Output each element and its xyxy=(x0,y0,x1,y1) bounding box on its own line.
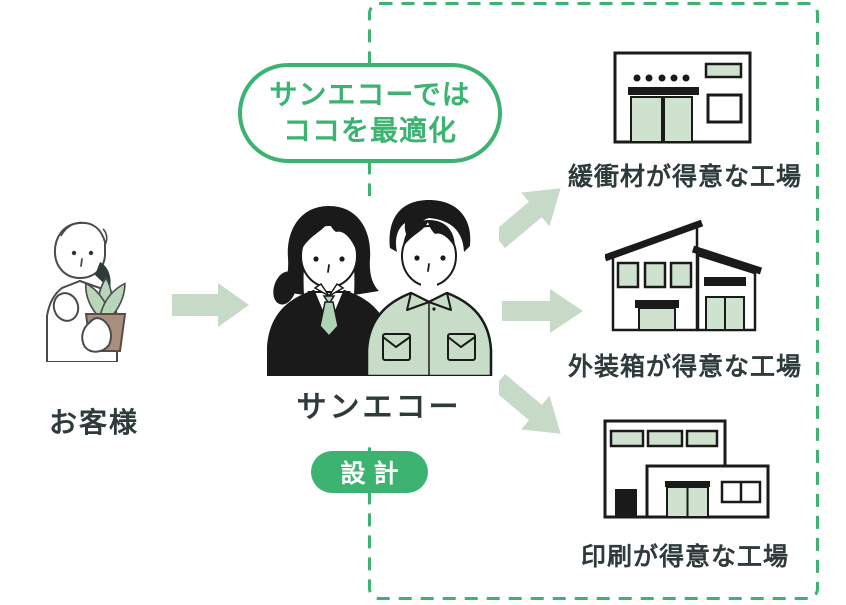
company-to-factory1-arrow-icon xyxy=(492,188,561,249)
company-box: サンエコー xyxy=(259,196,499,446)
customer-to-company-arrow-icon xyxy=(172,283,249,327)
company-staff-illustration xyxy=(267,200,493,376)
design-badge-label: 設計 xyxy=(340,460,407,488)
company-to-factory3-arrow-icon xyxy=(492,373,561,434)
speech-bubble-line1: サンエコーでは xyxy=(269,78,471,110)
factory-printing-icon xyxy=(603,419,770,519)
customer-label: お客様 xyxy=(48,407,139,438)
design-badge: 設計 xyxy=(311,451,428,493)
speech-bubble-line2: ココを最適化 xyxy=(282,115,457,146)
factory2-label: 外装箱が得意な工場 xyxy=(567,353,802,381)
factory-cushioning-icon xyxy=(613,51,752,144)
company-to-factory2-arrow-icon xyxy=(502,289,583,333)
factory3-label: 印刷が得意な工場 xyxy=(580,543,789,571)
company-label: サンエコー xyxy=(296,391,462,424)
factory1-label: 緩衝材が得意な工場 xyxy=(567,163,802,191)
speech-bubble: サンエコーでは ココを最適化 xyxy=(238,63,502,163)
customer-illustration xyxy=(46,221,127,362)
factory-outer-box-icon xyxy=(605,219,762,332)
